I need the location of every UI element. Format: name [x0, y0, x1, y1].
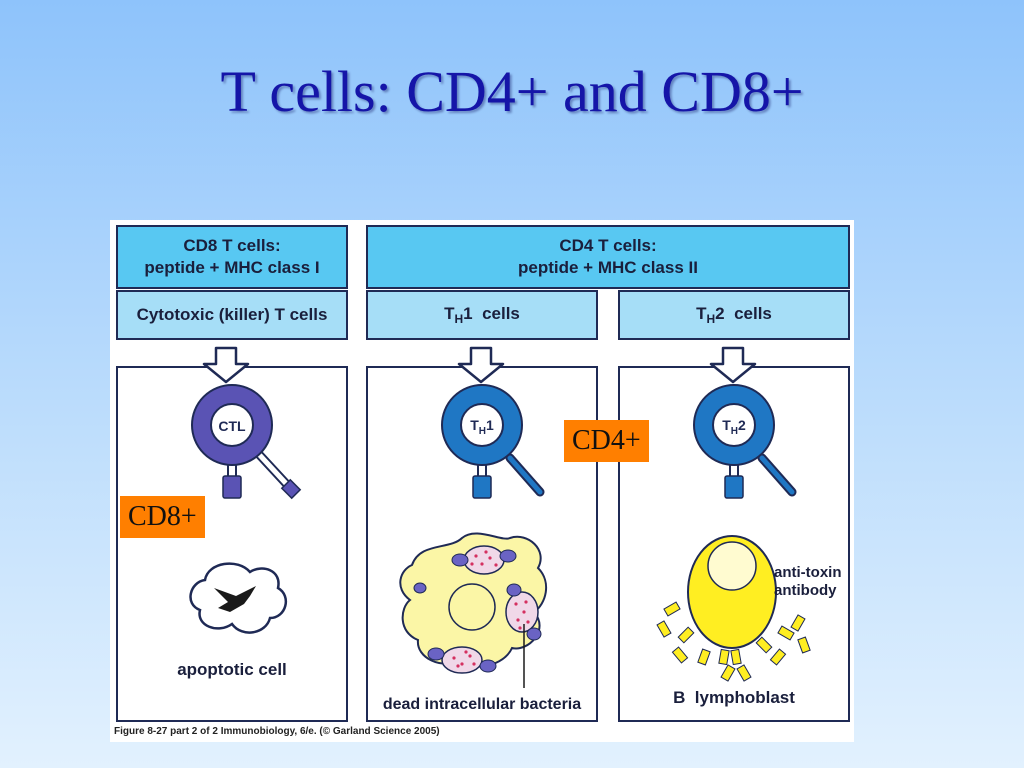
cd8-header: CD8 T cells: peptide + MHC class I — [116, 225, 348, 289]
cytotoxic-label: Cytotoxic (killer) T cells — [136, 305, 328, 324]
th2-down-arrow-icon — [709, 346, 757, 384]
antitoxin-caption: anti-toxin antibody — [774, 564, 850, 600]
cd4-header-line2: peptide + MHC class II — [518, 258, 698, 277]
macrophage-icon — [399, 532, 548, 688]
th1-subheader-label: TH1 cells — [444, 304, 520, 326]
cd8-header-line1: CD8 T cells: — [183, 236, 281, 255]
dead-bacteria-caption: dead intracellular bacteria — [382, 696, 582, 713]
t-cell-figure: CD8 T cells: peptide + MHC class I CD4 T… — [110, 220, 854, 742]
th1-cell-icon — [441, 384, 545, 499]
th2-cell-icon — [693, 384, 797, 499]
th1-subheader: TH1 cells — [366, 290, 598, 340]
figure-drawing: CTL TH1 — [189, 346, 811, 688]
th2-cell-label: TH2 — [722, 417, 746, 437]
cd8-down-arrow-icon — [202, 346, 250, 384]
cd8-tag: CD8+ — [120, 496, 205, 538]
antitoxin-line1: anti-toxin — [774, 564, 842, 581]
slide-title: T cells: CD4+ and CD8+ — [220, 59, 804, 124]
apoptotic-cell-icon — [189, 562, 288, 634]
th2-subheader-label: TH2 cells — [696, 304, 772, 326]
cd8-header-line2: peptide + MHC class I — [144, 258, 320, 277]
cd4-tag: CD4+ — [564, 420, 649, 462]
th1-cell-label: TH1 — [470, 417, 494, 437]
b-lymphoblast-icon — [656, 535, 811, 682]
b-lymphoblast-caption: B lymphoblast — [673, 688, 795, 707]
th2-subheader: TH2 cells — [618, 290, 850, 340]
apoptotic-cell-caption: apoptotic cell — [177, 660, 287, 679]
ctl-label: CTL — [218, 418, 246, 434]
cd4-header: CD4 T cells: peptide + MHC class II — [366, 225, 850, 289]
cytotoxic-subheader: Cytotoxic (killer) T cells — [116, 290, 348, 340]
cd4-header-line1: CD4 T cells: — [559, 236, 657, 255]
figure-caption: Figure 8-27 part 2 of 2 Immunobiology, 6… — [114, 726, 440, 737]
th1-down-arrow-icon — [457, 346, 505, 384]
ctl-cell-icon — [191, 384, 302, 500]
antitoxin-line2: antibody — [774, 582, 837, 599]
